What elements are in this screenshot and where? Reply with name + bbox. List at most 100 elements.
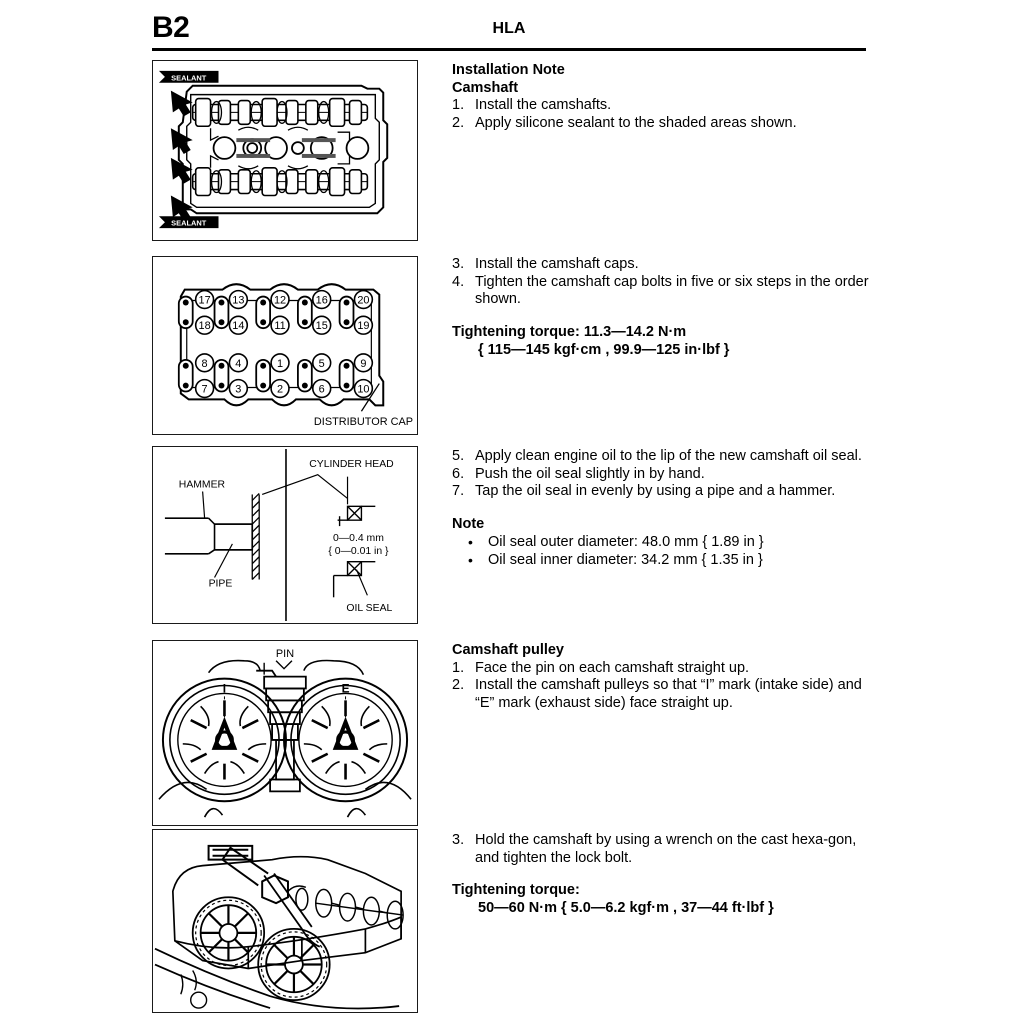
note-bullet-text: Oil seal outer diameter: 48.0 mm { 1.89 … — [488, 533, 764, 550]
note-bullet-text: Oil seal inner diameter: 34.2 mm { 1.35 … — [488, 551, 763, 568]
step-item: 1. Face the pin on each camshaft straigh… — [452, 660, 872, 678]
step-list: 1. Install the camshafts. 2. Apply silic… — [452, 97, 872, 132]
step-number: 1. — [452, 97, 465, 113]
cylinder-head-label: CYLINDER HEAD — [309, 459, 393, 470]
pin-label: PIN — [276, 648, 294, 660]
torque-spec-line2: 50—60 N·m { 5.0—6.2 kgf·m , 37—44 ft·lbf… — [478, 900, 774, 916]
step-number: 3. — [452, 256, 465, 272]
step-item: 4. Tighten the camshaft cap bolts in fiv… — [452, 274, 872, 309]
cap-capsule-group-top — [177, 295, 355, 330]
step-number: 2. — [452, 114, 465, 131]
step-text: Install the camshaft pulleys so that “I”… — [475, 677, 862, 711]
step-number: 3. — [452, 832, 465, 848]
pipe-label: PIPE — [209, 578, 233, 589]
pulley-intake: I — [161, 677, 287, 803]
page-header: B2 HLA — [152, 11, 866, 51]
svg-text:8: 8 — [202, 358, 208, 370]
bullet-dot: • — [468, 551, 473, 568]
clearance-dimension-mm: 0—0.4 mm — [333, 533, 384, 544]
step-text: Tap the oil seal in evenly by using a pi… — [475, 483, 836, 499]
bolt-number-top-lower: 18 14 11 15 19 — [194, 315, 374, 335]
step-number: 5. — [452, 448, 465, 464]
header-rule — [152, 48, 866, 51]
bolt-number-bottom-lower: 7 3 2 6 10 — [194, 378, 374, 399]
step-list: 5. Apply clean engine oil to the lip of … — [452, 448, 872, 501]
step-text: Face the pin on each camshaft straight u… — [475, 659, 750, 676]
page-title: HLA — [492, 20, 526, 37]
svg-text:18: 18 — [199, 320, 211, 332]
step-text: Push the oil seal slightly in by hand. — [475, 465, 705, 482]
step-item: 7. Tap the oil seal in evenly by using a… — [452, 483, 872, 501]
step-number: 2. — [452, 677, 465, 693]
page-number: B2 — [152, 11, 190, 44]
lock-bolt-drawing — [154, 844, 404, 1010]
camshaft-pulley-drawing: PIN — [158, 648, 412, 818]
oil-seal-drawing: HAMMER PIPE CYLINDER HEAD 0—0.4 mm { 0—0… — [164, 448, 394, 622]
step-text: Tighten the camshaft cap bolts in five o… — [475, 273, 869, 308]
text-lock-bolt: 3. Hold the camshaft by using a wrench o… — [452, 832, 872, 917]
heading-installation-note: Installation Note — [452, 62, 565, 78]
svg-text:7: 7 — [202, 383, 208, 395]
step-number: 7. — [452, 483, 465, 499]
svg-text:9: 9 — [360, 358, 366, 370]
heading-camshaft: Camshaft — [452, 79, 519, 96]
clearance-dimension-in: { 0—0.01 in } — [328, 546, 389, 557]
pulley-mark-intake: I — [223, 681, 226, 695]
svg-text:16: 16 — [316, 294, 328, 306]
cylinder-head-drawing: SEALANT SEALANT — [158, 70, 389, 229]
figure-cylinder-head-sealant: SEALANT SEALANT — [152, 60, 418, 241]
svg-text:10: 10 — [357, 383, 369, 395]
pulley-mark-exhaust: E — [342, 681, 350, 695]
svg-text:14: 14 — [232, 320, 244, 332]
hammer-label: HAMMER — [179, 480, 226, 491]
note-heading: Note — [452, 515, 485, 532]
torque-spec-line1: Tightening torque: — [452, 882, 580, 898]
oil-seal-label: OIL SEAL — [346, 603, 392, 614]
sealant-arrow — [170, 90, 193, 222]
sealant-label-bottom: SEALANT — [171, 219, 207, 228]
step-item: 6. Push the oil seal slightly in by hand… — [452, 466, 872, 484]
svg-text:4: 4 — [235, 358, 241, 370]
step-text: Apply clean engine oil to the lip of the… — [475, 448, 862, 464]
note-bullet: • Oil seal inner diameter: 34.2 mm { 1.3… — [452, 551, 872, 569]
figure-camshaft-pulleys: PIN — [152, 640, 418, 826]
clearance-symbol-upper — [337, 505, 376, 527]
bullet-dot: • — [468, 533, 473, 550]
step-text: Apply silicone sealant to the shaded are… — [475, 114, 797, 131]
bolt-order-drawing: 17 13 12 16 20 18 14 11 15 — [177, 283, 413, 428]
sealant-tag-top: SEALANT — [158, 70, 219, 83]
step-number: 1. — [452, 659, 465, 676]
distributor-cap-label: DISTRIBUTOR CAP — [314, 416, 413, 428]
svg-text:3: 3 — [235, 383, 241, 395]
step-number: 6. — [452, 465, 465, 482]
bolt-number-bottom-upper: 8 4 1 5 9 — [194, 353, 374, 373]
text-installation-note: Installation Note Camshaft 1. Install th… — [452, 62, 872, 132]
svg-text:5: 5 — [319, 358, 325, 370]
step-item: 1. Install the camshafts. — [452, 97, 872, 115]
step-list: 3. Install the camshaft caps. 4. Tighten… — [452, 256, 872, 309]
step-list: 1. Face the pin on each camshaft straigh… — [452, 660, 872, 713]
note-bullet-list: • Oil seal outer diameter: 48.0 mm { 1.8… — [452, 533, 872, 569]
cap-capsule-group-bottom — [177, 358, 355, 393]
torque-spec-line1: Tightening torque: 11.3—14.2 N·m — [452, 323, 687, 340]
svg-text:1: 1 — [277, 358, 283, 370]
figure-cap-bolt-order: 17 13 12 16 20 18 14 11 15 — [152, 256, 418, 435]
svg-text:17: 17 — [199, 294, 211, 306]
figure-lock-bolt-wrench — [152, 829, 418, 1013]
svg-text:6: 6 — [319, 383, 325, 395]
figure-oil-seal-install: HAMMER PIPE CYLINDER HEAD 0—0.4 mm { 0—0… — [152, 446, 418, 624]
clearance-symbol-lower — [332, 561, 376, 598]
svg-text:20: 20 — [357, 294, 369, 306]
step-item: 3. Hold the camshaft by using a wrench o… — [452, 832, 872, 867]
svg-text:19: 19 — [357, 320, 369, 332]
text-oil-seal: 5. Apply clean engine oil to the lip of … — [452, 448, 872, 569]
svg-text:11: 11 — [274, 320, 285, 332]
note-bullet: • Oil seal outer diameter: 48.0 mm { 1.8… — [452, 533, 872, 551]
sealant-tag-bottom: SEALANT — [158, 216, 219, 229]
text-camshaft-pulley: Camshaft pulley 1. Face the pin on each … — [452, 642, 872, 712]
sealant-label-top: SEALANT — [171, 73, 207, 82]
step-list: 3. Hold the camshaft by using a wrench o… — [452, 832, 872, 867]
pulley-exhaust: E — [283, 677, 409, 803]
svg-text:12: 12 — [274, 294, 286, 306]
